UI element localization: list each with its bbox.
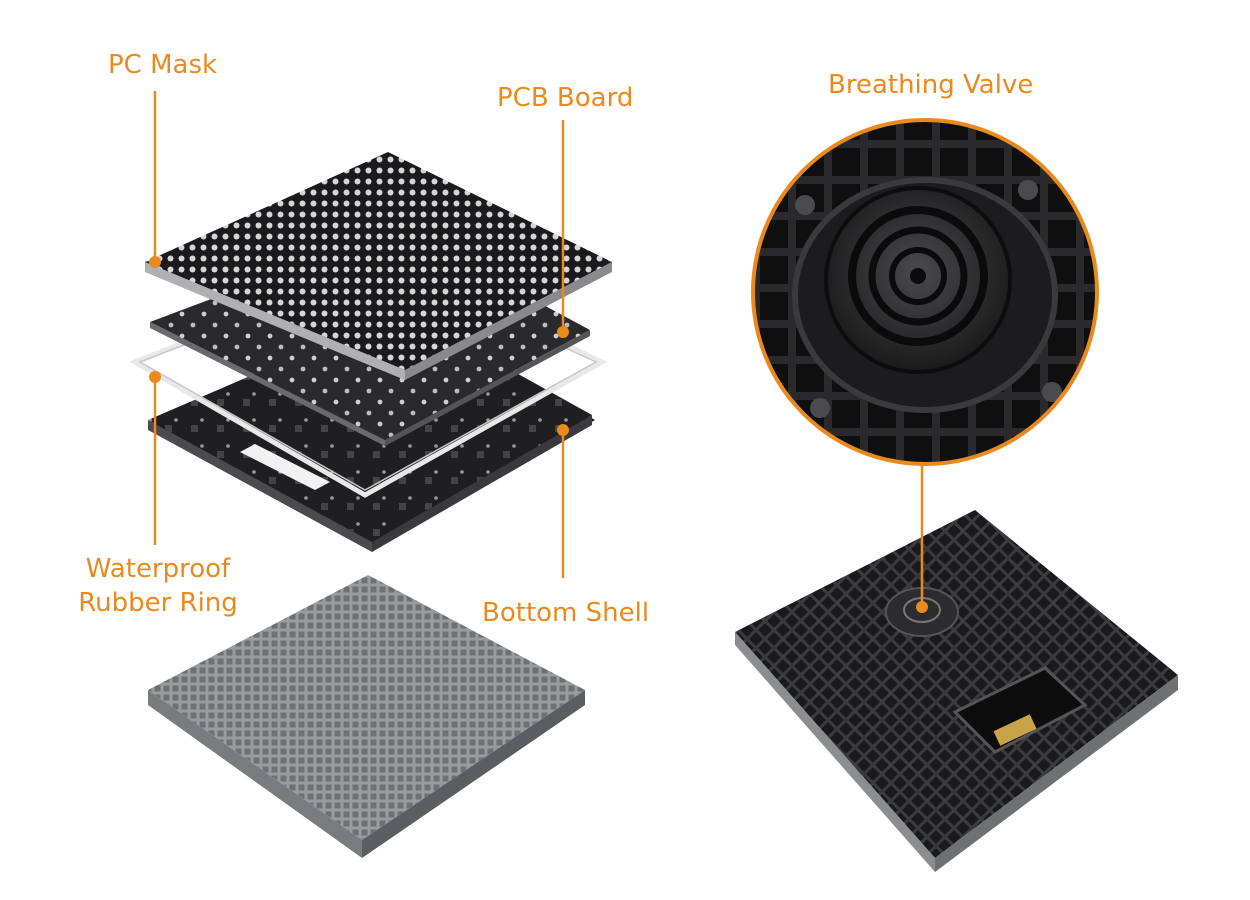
label-waterproof-line1: Waterproof: [85, 554, 231, 584]
label-breathing-valve: Breathing Valve: [828, 70, 1034, 100]
pcb-board-dot: [557, 326, 569, 338]
label-waterproof-line2: Rubber Ring: [78, 588, 238, 618]
label-waterproof-rubber-ring: Waterproof Rubber Ring: [72, 552, 244, 620]
pc-mask-dot: [149, 256, 161, 268]
valve-zoom-view: [751, 118, 1099, 466]
bottom-shell-dot: [557, 424, 569, 436]
waterproof-ring-dot: [149, 371, 161, 383]
assembled-module-front: [148, 575, 585, 858]
label-pcb-board: PCB Board: [497, 83, 634, 113]
callouts: [149, 91, 928, 613]
label-pc-mask: PC Mask: [108, 50, 218, 80]
label-bottom-shell: Bottom Shell: [482, 598, 650, 628]
pc-mask-layer: [145, 152, 612, 380]
module-back: [735, 510, 1178, 872]
breathing-valve-dot: [916, 601, 928, 613]
